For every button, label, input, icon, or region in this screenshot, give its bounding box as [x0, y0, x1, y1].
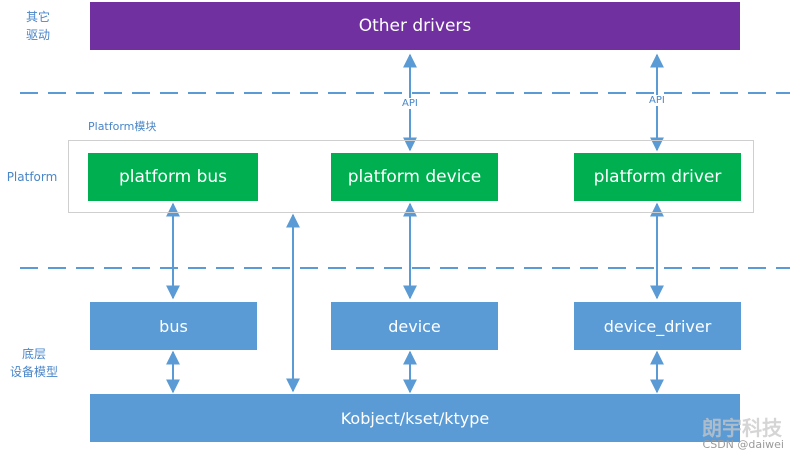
api-label-driver: API — [648, 95, 666, 106]
box-device: device — [331, 302, 498, 350]
box-platform-driver: platform driver — [574, 153, 741, 201]
side-label-device-model: 底层 设备模型 — [9, 347, 58, 379]
box-device-driver: device_driver — [574, 302, 741, 350]
watermark-credit: CSDN @daiwei — [702, 438, 784, 451]
box-bus: bus — [90, 302, 257, 350]
api-label-device: API — [401, 98, 419, 109]
side-label-other-drivers: 其它 驱动 — [25, 10, 50, 42]
platform-module-label: Platform模块 — [88, 120, 157, 133]
platform-module-frame — [68, 140, 754, 213]
box-platform-device: platform device — [331, 153, 498, 201]
box-platform-bus: platform bus — [88, 153, 258, 201]
watermark-logo: 朗宇科技 — [702, 416, 782, 440]
side-label-platform: Platform — [6, 170, 58, 184]
box-other-drivers: Other drivers — [90, 2, 740, 50]
box-kobject: Kobject/kset/ktype — [90, 394, 740, 442]
